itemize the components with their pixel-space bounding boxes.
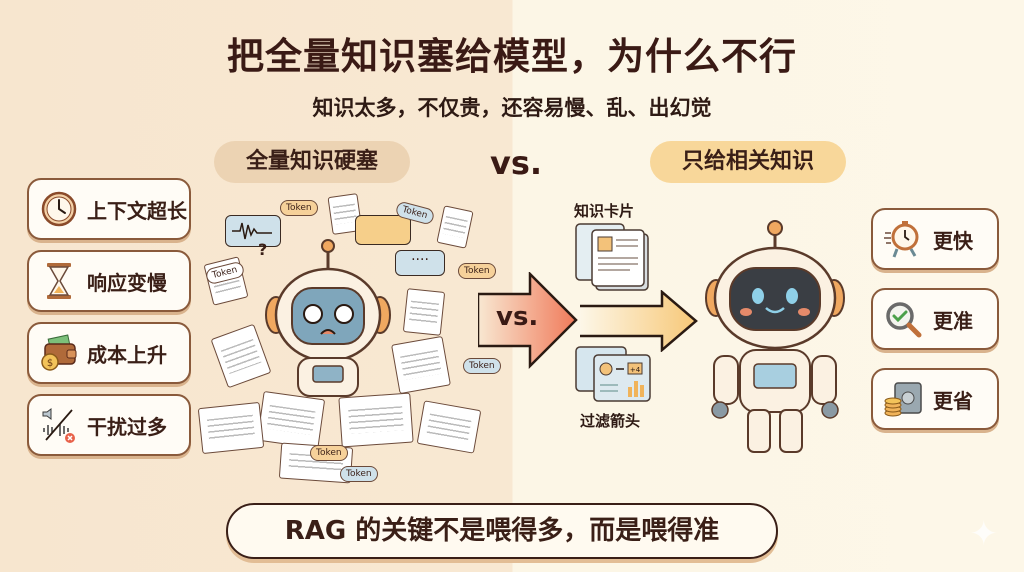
arrow-vs-label: vs. [496, 302, 539, 332]
problem-label: 成本上升 [87, 342, 167, 367]
vs-arrow-icon [476, 270, 578, 376]
benefit-card-economical: 更省 [871, 368, 999, 430]
token-tag: Token [280, 200, 318, 216]
benefit-card-faster: 更快 [871, 208, 999, 270]
ellipsis-bubble-icon: ···· [395, 250, 445, 276]
confused-robot-icon [258, 230, 398, 404]
document-icon [391, 335, 451, 395]
benefit-label: 更省 [933, 388, 973, 413]
question-mark: ? [258, 240, 268, 259]
problem-card-long-context: 上下文超长 [27, 178, 191, 240]
token-tag: Token [340, 466, 378, 482]
document-icon [402, 288, 446, 336]
page-title: 把全量知识塞给模型，为什么不行 [227, 35, 797, 78]
knowledge-cards-icon [574, 222, 654, 298]
page-subtitle: 知识太多，不仅贵，还容易慢、乱、出幻觉 [312, 96, 712, 120]
noise-icon [39, 405, 79, 445]
filter-arrow-icon [580, 289, 700, 356]
happy-robot-icon [700, 218, 850, 462]
problem-label: 干扰过多 [87, 414, 167, 439]
hourglass-icon [39, 261, 79, 301]
problem-label: 上下文超长 [87, 198, 187, 223]
svg-text:$: $ [47, 358, 53, 369]
filter-arrow-label: 过滤箭头 [580, 412, 641, 430]
wallet-icon: $ [39, 333, 79, 373]
document-icon [197, 401, 265, 455]
problem-card-slow-response: 响应变慢 [27, 250, 191, 312]
benefit-label: 更快 [933, 228, 973, 253]
magnifier-check-icon [883, 299, 923, 339]
problem-card-interference: 干扰过多 [27, 394, 191, 456]
token-tag: Token [310, 445, 348, 461]
clock-icon [39, 189, 79, 229]
sparkle-icon: ✦ [969, 514, 999, 554]
vs-label: vs. [490, 144, 543, 182]
token-tag: Token [458, 263, 496, 279]
relevant-knowledge-label: 只给相关知识 [650, 141, 846, 183]
full-knowledge-label: 全量知识硬塞 [214, 141, 410, 183]
speech-bubble-icon [225, 215, 281, 247]
benefit-label: 更准 [933, 308, 973, 333]
filtered-chart-cards-icon: +4 [574, 345, 654, 409]
svg-text:+4: +4 [630, 366, 641, 374]
benefit-card-accurate: 更准 [871, 288, 999, 350]
overloaded-robot-scene: ···· Token Token Token Token Token Token… [197, 190, 501, 485]
document-icon [436, 205, 474, 249]
problem-card-cost-rise: $ 成本上升 [27, 322, 191, 384]
conclusion-banner: RAG 的关键不是喂得多，而是喂得准 [226, 503, 778, 559]
knowledge-cards-label: 知识卡片 [574, 202, 635, 220]
safe-coins-icon [883, 379, 923, 419]
token-tag: Token [463, 358, 501, 374]
problem-label: 响应变慢 [87, 270, 167, 295]
speech-bubble-icon [355, 215, 411, 245]
document-icon [416, 400, 482, 454]
stopwatch-running-icon [883, 219, 923, 259]
